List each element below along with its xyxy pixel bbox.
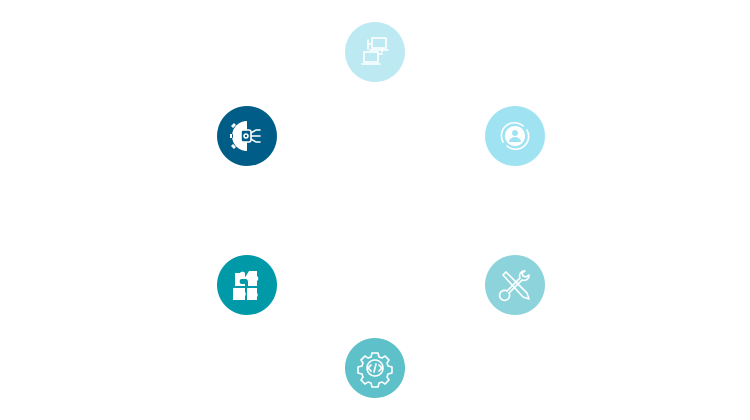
puzzle-node[interactable] (217, 255, 277, 315)
puzzle-pieces-icon (233, 271, 259, 300)
network-computers-icon (361, 37, 389, 65)
tools-node[interactable] (485, 255, 545, 315)
code-gear-icon (357, 352, 393, 388)
user-gear-node[interactable] (485, 106, 545, 166)
code-gear-node[interactable] (345, 338, 405, 398)
user-gear-cycle-icon (500, 121, 530, 151)
network-node[interactable] (345, 22, 405, 82)
pencil-wrench-icon (498, 270, 530, 302)
gear-circuit-icon (230, 121, 261, 151)
gear-circuit-node[interactable] (217, 106, 277, 166)
